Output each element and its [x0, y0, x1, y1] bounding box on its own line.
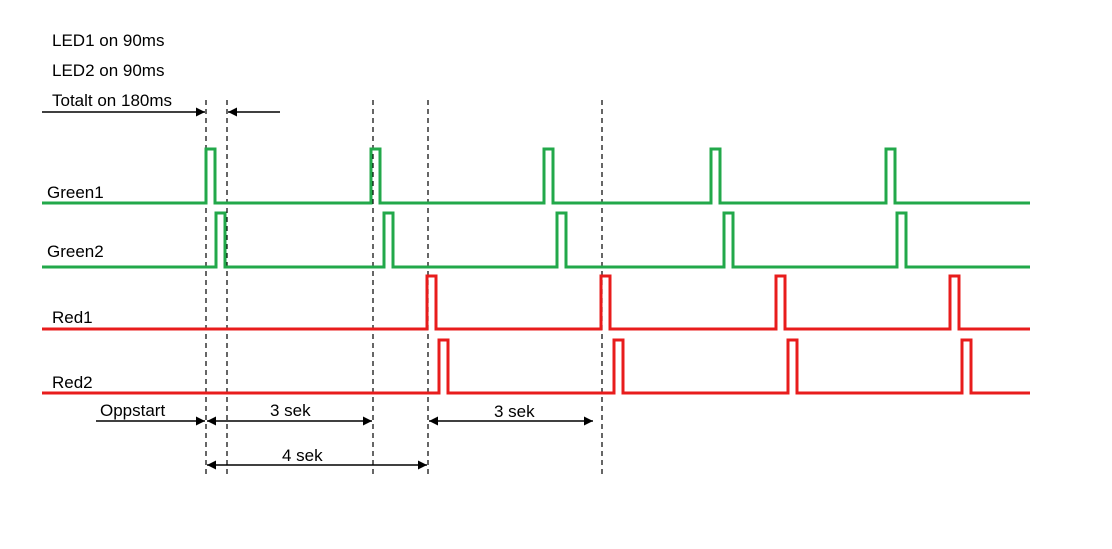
interval-label-1: 3 sek: [270, 401, 311, 420]
interval-label-3: 4 sek: [282, 446, 323, 465]
signal-label-red2: Red2: [52, 373, 93, 392]
waveform-red1: [42, 274, 1030, 331]
signal-label-green1: Green1: [47, 183, 104, 202]
waveform-green2: [42, 211, 1030, 269]
signal-red1: Red1: [42, 274, 1030, 331]
waveform-green1: [42, 147, 1030, 205]
note-led1: LED1 on 90ms: [52, 31, 164, 50]
signal-red2: Red2: [42, 338, 1030, 395]
signal-label-green2: Green2: [47, 242, 104, 261]
signal-green2: Green2: [42, 211, 1030, 269]
interval-label-2: 3 sek: [494, 402, 535, 421]
note-total: Totalt on 180ms: [52, 91, 172, 110]
note-led2: LED2 on 90ms: [52, 61, 164, 80]
waveform-red2: [42, 338, 1030, 395]
startup-label: Oppstart: [100, 401, 165, 420]
signal-green1: Green1: [42, 147, 1030, 205]
signal-label-red1: Red1: [52, 308, 93, 327]
